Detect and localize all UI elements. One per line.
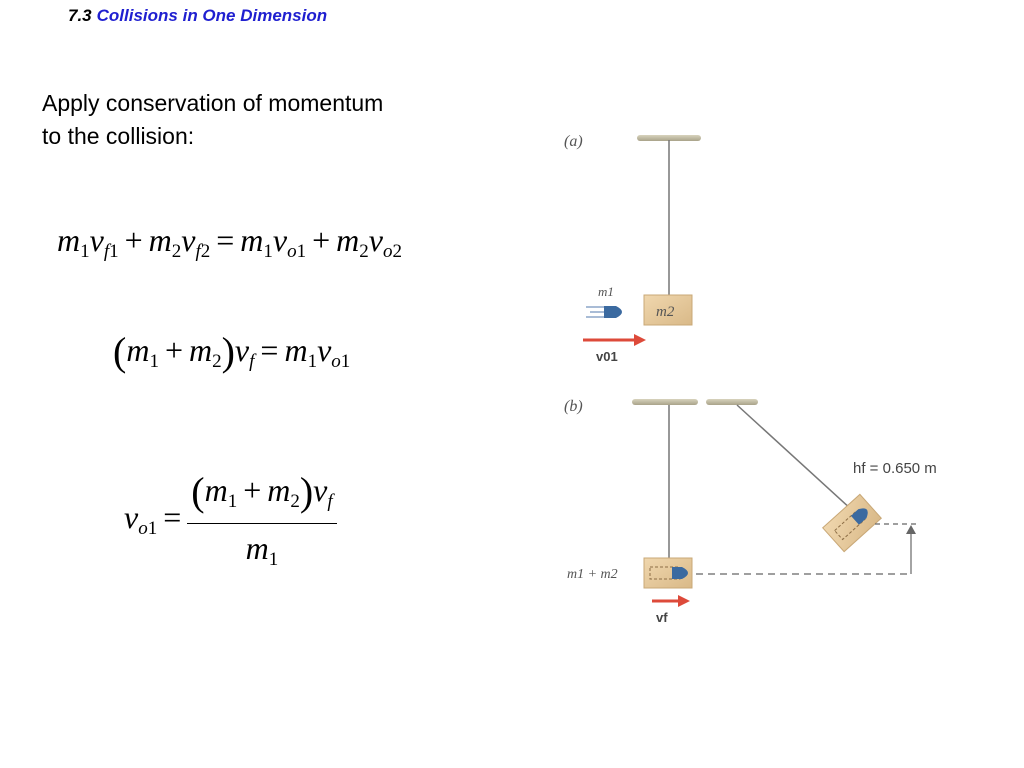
block-m2-a	[643, 294, 693, 326]
support-bar-a	[637, 135, 701, 141]
block-combined-swung	[822, 493, 882, 553]
section-title: Collisions in One Dimension	[96, 6, 328, 25]
intro-line-2: to the collision:	[42, 123, 195, 149]
intro-line-1: Apply conservation of momentum	[42, 90, 384, 116]
panel-a-label: (a)	[564, 133, 583, 150]
combined-mass-label: m1 + m2	[567, 567, 618, 582]
v01-label: v01	[596, 349, 618, 364]
equation-momentum-general: m1vf1+m2vf2=m1vo1+m2vo2	[57, 222, 402, 262]
support-bar-b-right	[706, 399, 758, 405]
panel-b-label: (b)	[564, 398, 583, 415]
string-b-swung	[736, 404, 853, 511]
support-bar-b-left	[632, 399, 698, 405]
embedded-bullet-icon	[672, 567, 688, 579]
vf-label: vf	[656, 610, 668, 625]
bullet-icon	[604, 306, 622, 318]
height-label: hf = 0.650 m	[853, 460, 937, 477]
equation-momentum-inelastic: (m1+m2)vf=m1vo1	[113, 329, 351, 374]
m1-label: m1	[598, 284, 614, 299]
section-number: 7.3	[68, 6, 92, 25]
intro-text: Apply conservation of momentum to the co…	[42, 87, 383, 153]
m2-label: m2	[656, 304, 675, 320]
